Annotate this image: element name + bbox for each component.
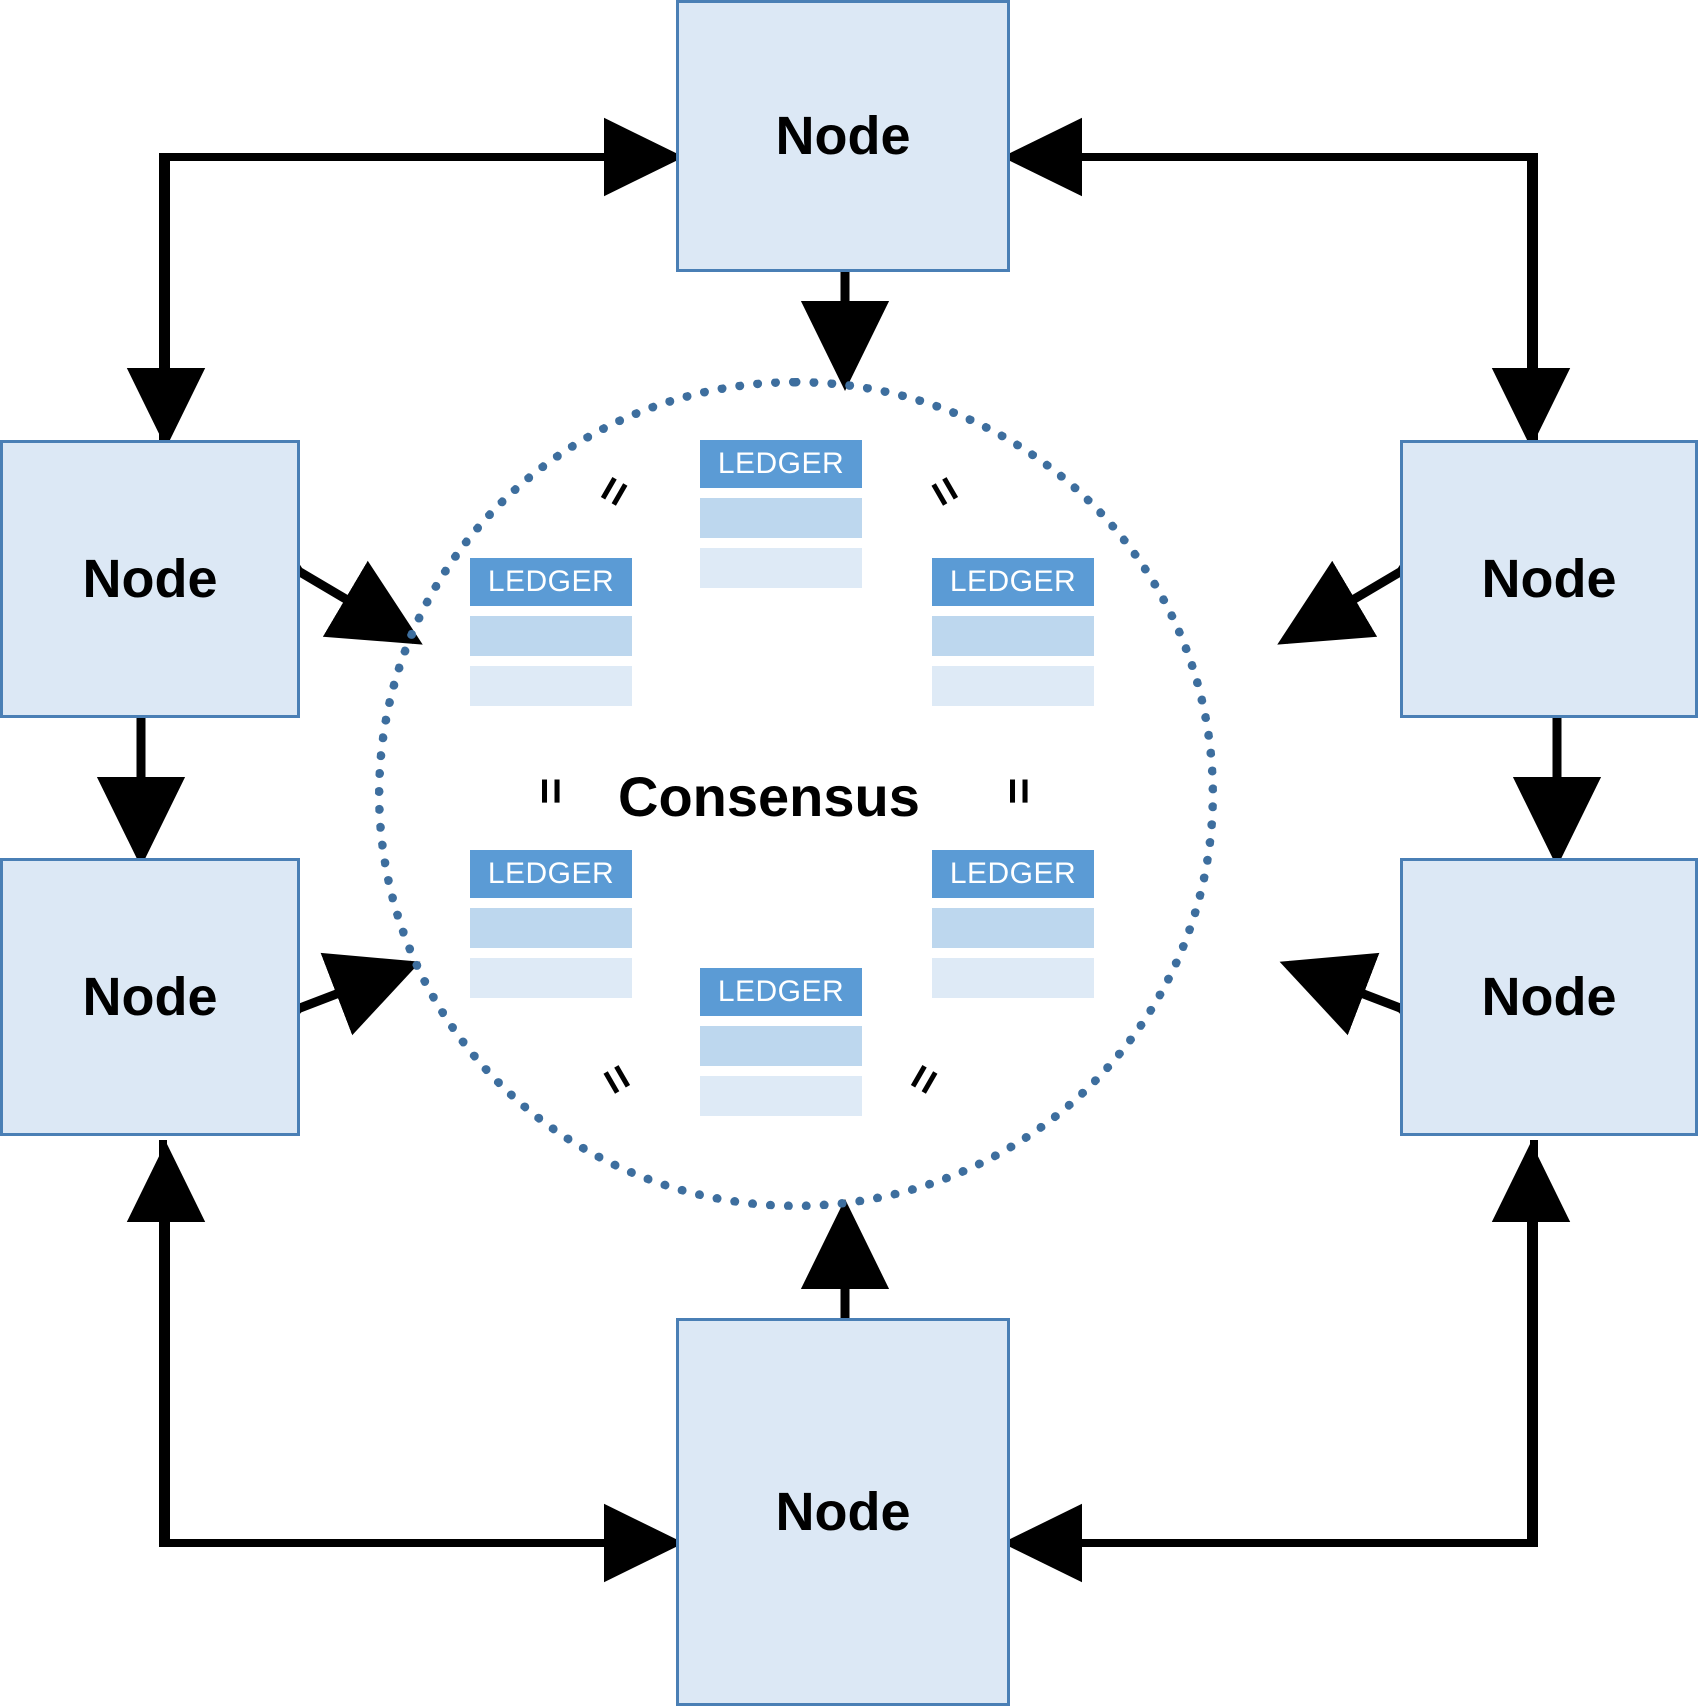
node-bottom[interactable]: Node: [676, 1318, 1010, 1706]
ledger-header: LEDGER: [932, 850, 1094, 898]
node-left-upper[interactable]: Node: [0, 440, 300, 718]
node-top[interactable]: Node: [676, 0, 1010, 272]
ledger-row-block: [470, 616, 632, 656]
ledger-row-block: [700, 548, 862, 588]
node-label: Node: [82, 549, 218, 609]
ledger-top[interactable]: LEDGER: [700, 440, 862, 598]
arrow-leftlower-to-consensus: [208, 952, 421, 1079]
arrow-leftupper-to-top: [159, 117, 684, 456]
ledger-row-block: [932, 908, 1094, 948]
ledger-header: LEDGER: [700, 968, 862, 1016]
arrow-rightupper-to-top: [1002, 117, 1538, 456]
node-label: Node: [1481, 549, 1617, 609]
arrow-leftlower-to-bottom: [159, 1140, 684, 1583]
ledger-row-block: [700, 498, 862, 538]
node-right-lower[interactable]: Node: [1400, 858, 1698, 1136]
arrow-rightlower-to-consensus: [1279, 952, 1492, 1079]
consensus-label: Consensus: [618, 765, 920, 828]
ledger-bottom[interactable]: LEDGER: [700, 968, 862, 1126]
arrow-rightupper-to-consensus: [1277, 492, 1493, 645]
node-label: Node: [82, 967, 218, 1027]
equals-mid-right-icon: =: [993, 777, 1046, 805]
ledger-row-block: [932, 666, 1094, 706]
arrow-leftupper-to-consensus: [207, 492, 423, 645]
ledger-row-block: [700, 1026, 862, 1066]
node-left-lower[interactable]: Node: [0, 858, 300, 1136]
ledger-upper-left[interactable]: LEDGER: [470, 558, 632, 716]
consensus-circle: [375, 378, 1217, 1210]
node-right-upper[interactable]: Node: [1400, 440, 1698, 718]
ledger-row-block: [932, 958, 1094, 998]
ledger-row-block: [470, 958, 632, 998]
ledger-lower-left[interactable]: LEDGER: [470, 850, 632, 1008]
ledger-header: LEDGER: [932, 558, 1094, 606]
node-label: Node: [775, 1482, 911, 1542]
ledger-row-block: [470, 908, 632, 948]
arrow-rightlower-to-bottom: [1002, 1140, 1538, 1583]
equals-mid-left-icon: =: [525, 777, 578, 805]
ledger-row-block: [932, 616, 1094, 656]
ledger-row-block: [470, 666, 632, 706]
ledger-lower-right[interactable]: LEDGER: [932, 850, 1094, 1008]
ledger-upper-right[interactable]: LEDGER: [932, 558, 1094, 716]
ledger-row-block: [700, 1076, 862, 1116]
node-label: Node: [775, 106, 911, 166]
ledger-header: LEDGER: [470, 850, 632, 898]
ledger-header: LEDGER: [700, 440, 862, 488]
ledger-header: LEDGER: [470, 558, 632, 606]
node-label: Node: [1481, 967, 1617, 1027]
